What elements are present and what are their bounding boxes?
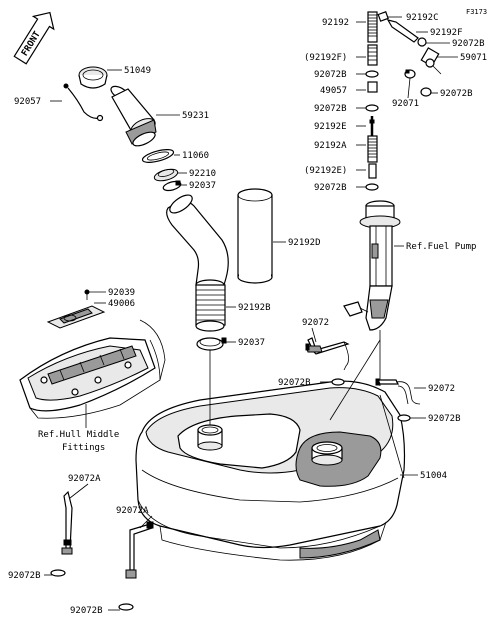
label-51049: 51049 — [124, 66, 151, 76]
label-92072B-bottom-left: 92072B — [8, 571, 41, 581]
label-92071: 92071 — [392, 99, 419, 109]
hose-92192E-inline — [368, 163, 377, 179]
strap-92072-right — [375, 378, 421, 405]
label-92072B-right: 92072B — [440, 89, 473, 99]
label-92192A: 92192A — [314, 141, 347, 151]
grommet-92071 — [404, 69, 416, 79]
clamp-92037-lower — [196, 337, 227, 351]
label-92192E-paren: (92192E) — [304, 166, 347, 176]
hose-92192 — [367, 11, 378, 43]
strap-92072-left — [305, 337, 350, 371]
label-11060: 11060 — [182, 151, 209, 161]
label-92072B-3: 92072B — [314, 183, 347, 193]
clamp-92072B-3 — [365, 183, 379, 191]
hose-92192F-inline — [367, 44, 378, 66]
fuel-tank-51004 — [135, 380, 406, 561]
cap-tether-92057 — [63, 83, 104, 122]
label-51004: 51004 — [420, 471, 447, 481]
clamp-92072B-right — [420, 87, 432, 97]
fuel-pump-assembly — [343, 200, 401, 331]
filler-hose-92192B — [166, 194, 229, 332]
label-92072B-1: 92072B — [314, 70, 347, 80]
plate-49006 — [46, 305, 106, 329]
clamp-92072B-lower-right — [397, 414, 411, 422]
label-92072B-lower-right: 92072B — [428, 414, 461, 424]
clamp-92072B-top — [417, 37, 427, 47]
label-92072-upper: 92072 — [302, 318, 329, 328]
clamp-92037-upper — [162, 180, 182, 192]
clamp-92072B-bottom — [118, 603, 134, 611]
hose-92192F — [386, 19, 419, 43]
label-92072A-left: 92072A — [68, 474, 101, 484]
sleeve-92192D — [237, 188, 273, 284]
label-92072A-right: 92072A — [116, 506, 149, 516]
fuel-cap-51049 — [78, 66, 108, 89]
label-59071: 59071 — [460, 53, 487, 63]
label-92192: 92192 — [322, 18, 349, 28]
ref-hull-middle-fittings-line2: Fittings — [62, 443, 105, 453]
clamp-92072B-1 — [365, 70, 379, 78]
hose-92192C — [377, 11, 389, 22]
label-92192F: 92192F — [430, 28, 463, 38]
gasket-11060 — [141, 149, 175, 163]
hull-fitting-bracket — [19, 319, 166, 419]
spacer-92210 — [153, 168, 179, 182]
label-49006: 49006 — [108, 299, 135, 309]
clamp-92072B-2 — [365, 104, 379, 112]
label-92192D: 92192D — [288, 238, 321, 248]
label-92072B-2: 92072B — [314, 104, 347, 114]
tank-filler-port — [197, 424, 223, 451]
label-92039: 92039 — [108, 288, 135, 298]
ref-hull-middle-fittings-line1: Ref.Hull Middle — [38, 430, 119, 440]
label-92057: 92057 — [14, 97, 41, 107]
label-92072B-top-right: 92072B — [452, 39, 485, 49]
strap-92072A-left — [61, 490, 73, 555]
ref-fuel-pump: Ref.Fuel Pump — [406, 242, 476, 252]
hose-92192A — [367, 135, 378, 163]
hose-92192E — [369, 116, 375, 136]
label-59231: 59231 — [182, 111, 209, 121]
label-92037-upper: 92037 — [189, 181, 216, 191]
label-92192B: 92192B — [238, 303, 271, 313]
front-arrow-icon: FRONT — [13, 11, 55, 65]
label-92037-lower: 92037 — [238, 338, 265, 348]
clamp-92072B-bottom-left — [50, 569, 66, 577]
filter-49057 — [367, 81, 378, 93]
tank-pump-port — [311, 441, 343, 466]
clamp-92072B-mid — [331, 378, 345, 386]
label-49057: 49057 — [320, 86, 347, 96]
screw-92039 — [84, 289, 90, 300]
figure-id: F3173 — [466, 8, 487, 16]
label-92072-right: 92072 — [428, 384, 455, 394]
label-92072B-bottom: 92072B — [70, 606, 103, 616]
strap-92072A-right — [125, 521, 154, 579]
label-92192E: 92192E — [314, 122, 347, 132]
fitting-59071 — [420, 47, 442, 75]
label-92192F-paren: (92192F) — [304, 53, 347, 63]
label-92072B-mid: 92072B — [278, 378, 311, 388]
label-92210: 92210 — [189, 169, 216, 179]
filler-neck-59231 — [110, 85, 157, 147]
label-92192C: 92192C — [406, 13, 439, 23]
